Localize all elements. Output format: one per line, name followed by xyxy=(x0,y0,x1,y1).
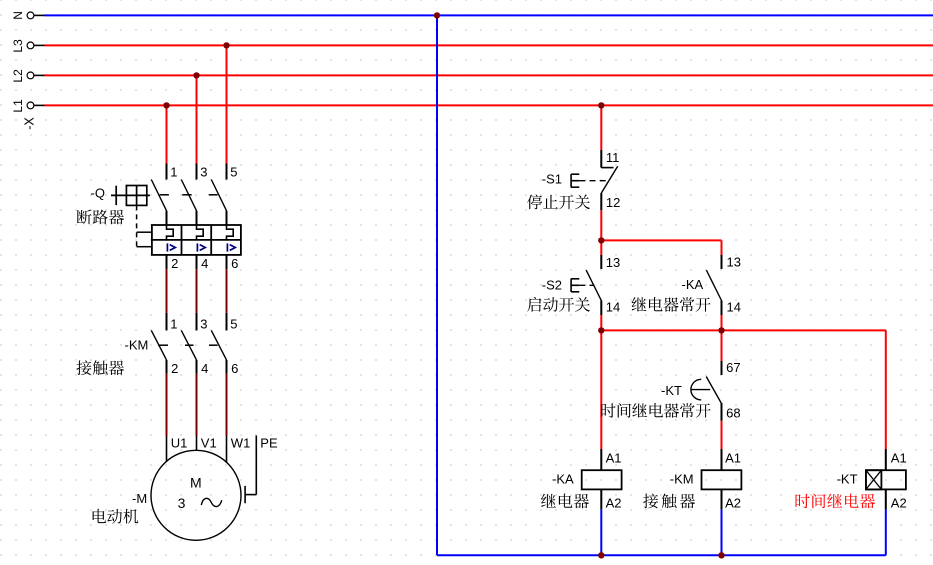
svg-text:A2: A2 xyxy=(891,495,907,510)
svg-text:11: 11 xyxy=(606,150,620,165)
svg-text:N: N xyxy=(11,11,25,20)
svg-text:1: 1 xyxy=(170,316,177,331)
svg-text:1: 1 xyxy=(170,165,177,180)
svg-text:2: 2 xyxy=(171,361,178,376)
svg-text:14: 14 xyxy=(606,300,620,315)
svg-text:-KT: -KT xyxy=(661,383,682,398)
svg-text:5: 5 xyxy=(230,316,237,331)
svg-text:3: 3 xyxy=(200,165,207,180)
svg-text:L1: L1 xyxy=(11,99,25,113)
svg-text:W1: W1 xyxy=(231,435,251,450)
svg-text:-KM: -KM xyxy=(670,471,694,486)
svg-text:68: 68 xyxy=(726,405,740,420)
svg-text:A1: A1 xyxy=(606,451,622,466)
svg-text:4: 4 xyxy=(201,256,208,271)
svg-text:-KA: -KA xyxy=(552,471,574,486)
svg-text:5: 5 xyxy=(230,165,237,180)
svg-text:U1: U1 xyxy=(171,435,188,450)
svg-text:-S1: -S1 xyxy=(542,171,562,186)
svg-text:13: 13 xyxy=(727,254,741,269)
svg-text:-S2: -S2 xyxy=(542,278,562,293)
svg-text:12: 12 xyxy=(606,195,620,210)
svg-text:2: 2 xyxy=(171,256,178,271)
svg-text:-Q: -Q xyxy=(91,186,105,201)
svg-text:L2: L2 xyxy=(11,69,25,83)
svg-text:3: 3 xyxy=(200,316,207,331)
svg-text:13: 13 xyxy=(606,255,620,270)
svg-text:PE: PE xyxy=(260,435,278,450)
svg-text:A1: A1 xyxy=(725,451,741,466)
svg-text:A2: A2 xyxy=(606,495,622,510)
svg-text:-KT: -KT xyxy=(837,471,858,486)
svg-text:-M: -M xyxy=(132,491,147,506)
svg-text:4: 4 xyxy=(201,361,208,376)
svg-text:3: 3 xyxy=(178,495,186,511)
svg-text:14: 14 xyxy=(727,299,741,314)
svg-text:L3: L3 xyxy=(11,39,25,53)
svg-text:67: 67 xyxy=(726,360,740,375)
svg-text:A2: A2 xyxy=(725,495,741,510)
svg-text:-KA: -KA xyxy=(682,277,704,292)
svg-text:-X: -X xyxy=(23,117,37,130)
svg-text:M: M xyxy=(190,475,202,491)
svg-text:A1: A1 xyxy=(891,451,907,466)
svg-text:6: 6 xyxy=(231,361,238,376)
svg-text:V1: V1 xyxy=(201,435,217,450)
svg-text:-KM: -KM xyxy=(125,337,149,352)
svg-text:6: 6 xyxy=(231,256,238,271)
